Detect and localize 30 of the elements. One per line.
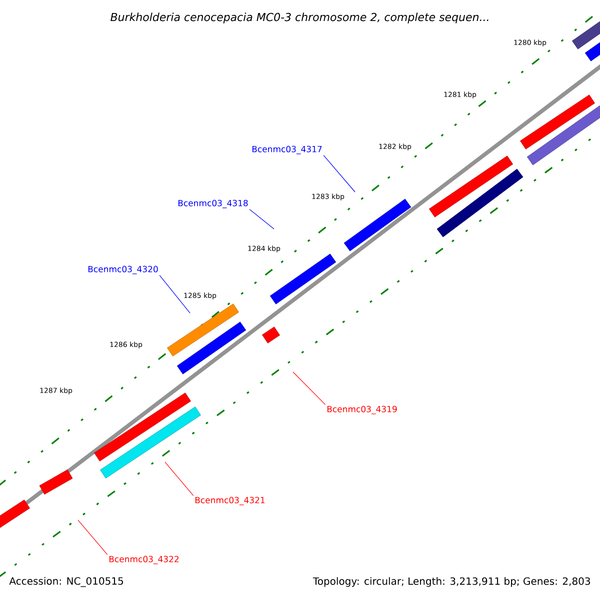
- leader-line: [164, 462, 194, 496]
- gene-label: Bcenmc03_4319: [327, 406, 397, 414]
- gene-bar: [526, 104, 600, 166]
- leader-line: [323, 155, 356, 192]
- gene-bar: [94, 392, 191, 462]
- gene-label: Bcenmc03_4317: [252, 146, 322, 154]
- gene-label: Bcenmc03_4321: [195, 496, 265, 506]
- gene-bar: [344, 198, 412, 252]
- gene-bar: [520, 94, 595, 150]
- gene-bar: [572, 20, 600, 50]
- gene-bar: [429, 156, 513, 218]
- leader-line: [159, 275, 190, 314]
- gene-label: Bcenmc03_4322: [109, 556, 179, 564]
- gene-bar: [584, 40, 600, 62]
- gene-bar: [167, 304, 239, 356]
- leader-line: [292, 372, 326, 405]
- leader-line: [249, 209, 274, 230]
- gene-bar: [176, 322, 246, 374]
- gene-bar: [436, 168, 524, 238]
- summary-text: Topology: circular; Length: 3,213,911 bp; Genes: 2,803: [312, 577, 590, 587]
- title: Burkholderia cenocepacia MC0-3 chromosome 2, complete sequen...: [110, 12, 488, 24]
- gene-bar: [0, 500, 30, 530]
- gene-bar: [270, 254, 336, 304]
- gene-bar: [39, 469, 73, 495]
- leader-line: [78, 520, 108, 555]
- accession-text: Accession: NC_010515: [9, 577, 124, 587]
- gene-label: Bcenmc03_4320: [88, 266, 158, 274]
- gene-bar: [100, 406, 201, 478]
- gene-bar: [262, 326, 280, 344]
- gene-label: Bcenmc03_4318: [178, 200, 248, 208]
